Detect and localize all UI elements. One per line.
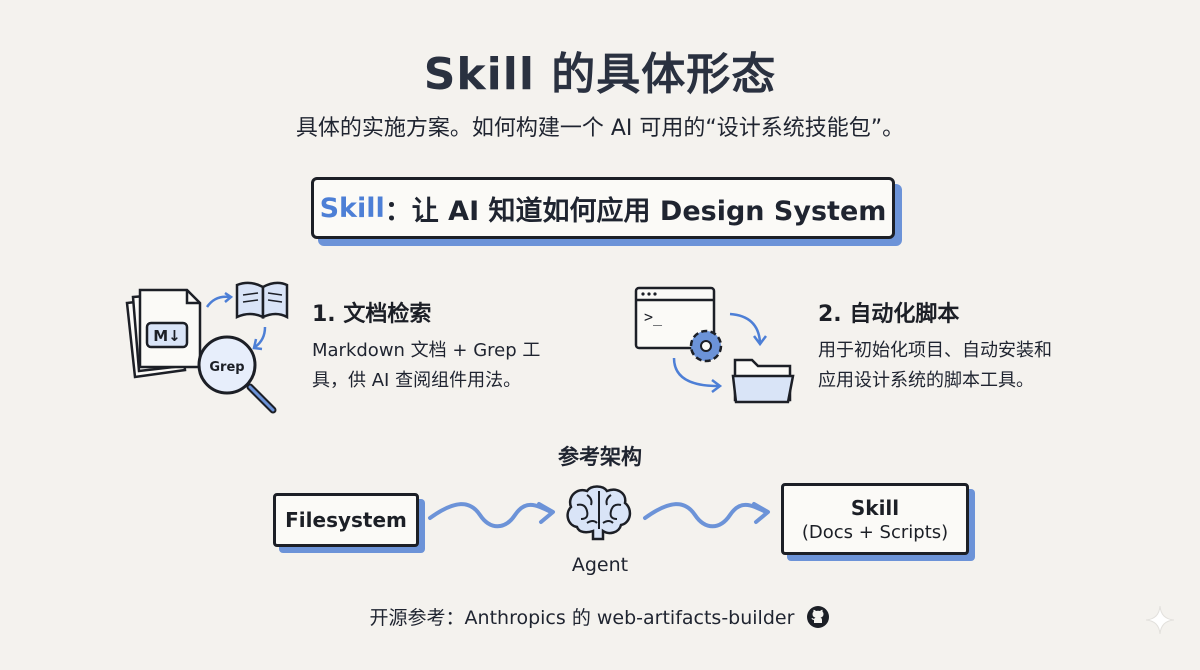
skill-banner-text: 让 AI 知道如何应用 Design System: [411, 195, 887, 227]
sparkle-icon: [1145, 605, 1175, 635]
book-icon: [235, 281, 289, 320]
arrow-agent-to-skill: [643, 502, 770, 529]
footer-reference: 开源参考：Anthropics 的 web-artifacts-builder: [0, 603, 1200, 630]
section-2-desc-line-1: 用于初始化项目、自动安装和: [818, 340, 1052, 361]
arrow-filesystem-to-agent: [428, 502, 555, 529]
brain-icon: [566, 485, 632, 541]
grep-label: Grep: [209, 360, 244, 375]
skill-node-subtitle: (Docs + Scripts): [801, 521, 949, 543]
github-icon: [807, 605, 830, 628]
skill-node-title: Skill: [850, 495, 900, 520]
page-title: Skill 的具体形态: [423, 49, 777, 100]
footer-text: 开源参考：Anthropics 的 web-artifacts-builder: [369, 607, 795, 629]
page-subtitle: 具体的实施方案。如何构建一个 AI 可用的“设计系统技能包”。: [295, 116, 905, 141]
section-2-desc-line-2: 应用设计系统的脚本工具。: [818, 370, 1034, 391]
skill-banner: Skill：让 AI 知道如何应用 Design System: [311, 177, 895, 239]
magnifier-icon: Grep: [197, 335, 277, 414]
section-1-desc-line-1: Markdown 文档 + Grep 工: [312, 340, 541, 361]
skill-banner-colon: ：: [384, 195, 412, 227]
section-1-desc-line-2: 具，供 AI 查阅组件用法。: [312, 370, 522, 391]
arrow-to-folder: [729, 312, 762, 343]
script-illustration: >_: [634, 286, 795, 404]
skill-node: Skill (Docs + Scripts): [781, 483, 969, 555]
markdown-label: M↓: [153, 327, 181, 345]
doc-search-illustration: M↓ Grep: [125, 281, 289, 414]
section-2-title: 2. 自动化脚本: [818, 302, 960, 327]
architecture-title: 参考架构: [558, 445, 642, 469]
gear-icon: [689, 329, 723, 363]
agent-label: Agent: [571, 554, 629, 576]
filesystem-label: Filesystem: [285, 508, 407, 532]
terminal-prompt: >_: [644, 308, 663, 326]
folder-icon: [731, 358, 795, 404]
markdown-file-icon: M↓: [125, 288, 202, 379]
arrow-to-book: [205, 295, 231, 308]
arrow-from-terminal: [672, 357, 719, 388]
filesystem-node: Filesystem: [273, 493, 419, 547]
terminal-window-icon: >_: [634, 286, 716, 350]
skill-banner-accent: Skill: [319, 192, 385, 224]
arrow-to-grep: [254, 326, 267, 349]
section-1-title: 1. 文档检索: [312, 302, 432, 327]
